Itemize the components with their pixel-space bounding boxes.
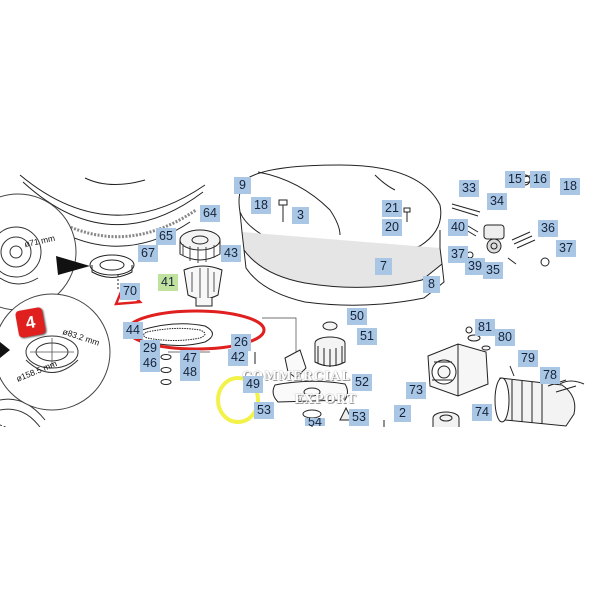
pointer-arrow-1 bbox=[56, 256, 90, 275]
part-label-16: 16 bbox=[530, 171, 550, 188]
part-label-53b: 53 bbox=[349, 409, 369, 426]
step-4-badge: 4 bbox=[14, 306, 47, 339]
watermark-line2: EXPORT bbox=[294, 392, 357, 406]
part-label-26: 26 bbox=[231, 334, 251, 351]
part-label-8: 8 bbox=[423, 276, 440, 293]
part-label-78: 78 bbox=[540, 367, 560, 384]
part-label-15: 15 bbox=[505, 171, 525, 188]
part-label-39: 39 bbox=[465, 258, 485, 275]
watermark-ring bbox=[216, 376, 260, 424]
part-label-52: 52 bbox=[352, 374, 372, 391]
pointer-arrow-2 bbox=[0, 342, 10, 358]
part-label-81: 81 bbox=[475, 319, 495, 336]
part-label-21: 21 bbox=[382, 200, 402, 217]
part-label-42: 42 bbox=[228, 349, 248, 366]
part-label-46: 46 bbox=[140, 355, 160, 372]
part-label-37b: 37 bbox=[448, 246, 468, 263]
part-label-43: 43 bbox=[221, 245, 241, 262]
part-label-51: 51 bbox=[357, 328, 377, 345]
part-label-67: 67 bbox=[138, 245, 158, 262]
part-label-9: 9 bbox=[234, 177, 251, 194]
part-label-50: 50 bbox=[347, 308, 367, 325]
part-label-3: 3 bbox=[292, 207, 309, 224]
part-label-18: 18 bbox=[251, 197, 271, 214]
part-label-73: 73 bbox=[406, 382, 426, 399]
part-label-20: 20 bbox=[382, 219, 402, 236]
hub-plate-part bbox=[89, 254, 135, 290]
part-label-18b: 18 bbox=[560, 178, 580, 195]
part-label-29: 29 bbox=[140, 340, 160, 357]
part-label-65: 65 bbox=[156, 228, 176, 245]
part-label-53a: 53 bbox=[254, 402, 274, 419]
part-label-54: 54 bbox=[305, 418, 325, 426]
part-label-64: 64 bbox=[200, 205, 220, 222]
electric-motor-part bbox=[494, 377, 585, 427]
part-label-70: 70 bbox=[120, 283, 140, 300]
screw-parts bbox=[278, 199, 411, 222]
part-label-47: 47 bbox=[180, 350, 200, 367]
detail-circle-1 bbox=[0, 193, 77, 311]
part-label-33: 33 bbox=[459, 180, 479, 197]
gear-part bbox=[179, 229, 221, 263]
main-table-part bbox=[238, 164, 445, 306]
part-label-80: 80 bbox=[495, 329, 515, 346]
gearbox-part bbox=[427, 334, 491, 397]
pulley-part bbox=[314, 321, 346, 367]
bracket-part bbox=[272, 349, 348, 403]
part-label-41: 41 bbox=[158, 274, 178, 291]
part-label-74: 74 bbox=[472, 404, 492, 421]
part-label-44: 44 bbox=[123, 322, 143, 339]
part-label-40: 40 bbox=[448, 219, 468, 236]
motor-housing-part bbox=[183, 265, 223, 307]
washer-parts bbox=[160, 352, 256, 385]
part-label-34: 34 bbox=[487, 193, 507, 210]
watermark-line1: COMMERCIAL bbox=[242, 369, 351, 383]
part-label-2: 2 bbox=[394, 405, 411, 422]
part-label-36: 36 bbox=[538, 220, 558, 237]
blank-lower-area bbox=[0, 427, 600, 600]
part-label-35: 35 bbox=[483, 262, 503, 279]
part-label-49: 49 bbox=[243, 376, 263, 393]
part-label-7: 7 bbox=[375, 258, 392, 275]
small-screw-parts bbox=[465, 326, 515, 377]
part-label-79: 79 bbox=[518, 350, 538, 367]
part-label-48: 48 bbox=[180, 364, 200, 381]
part-label-37a: 37 bbox=[556, 240, 576, 257]
